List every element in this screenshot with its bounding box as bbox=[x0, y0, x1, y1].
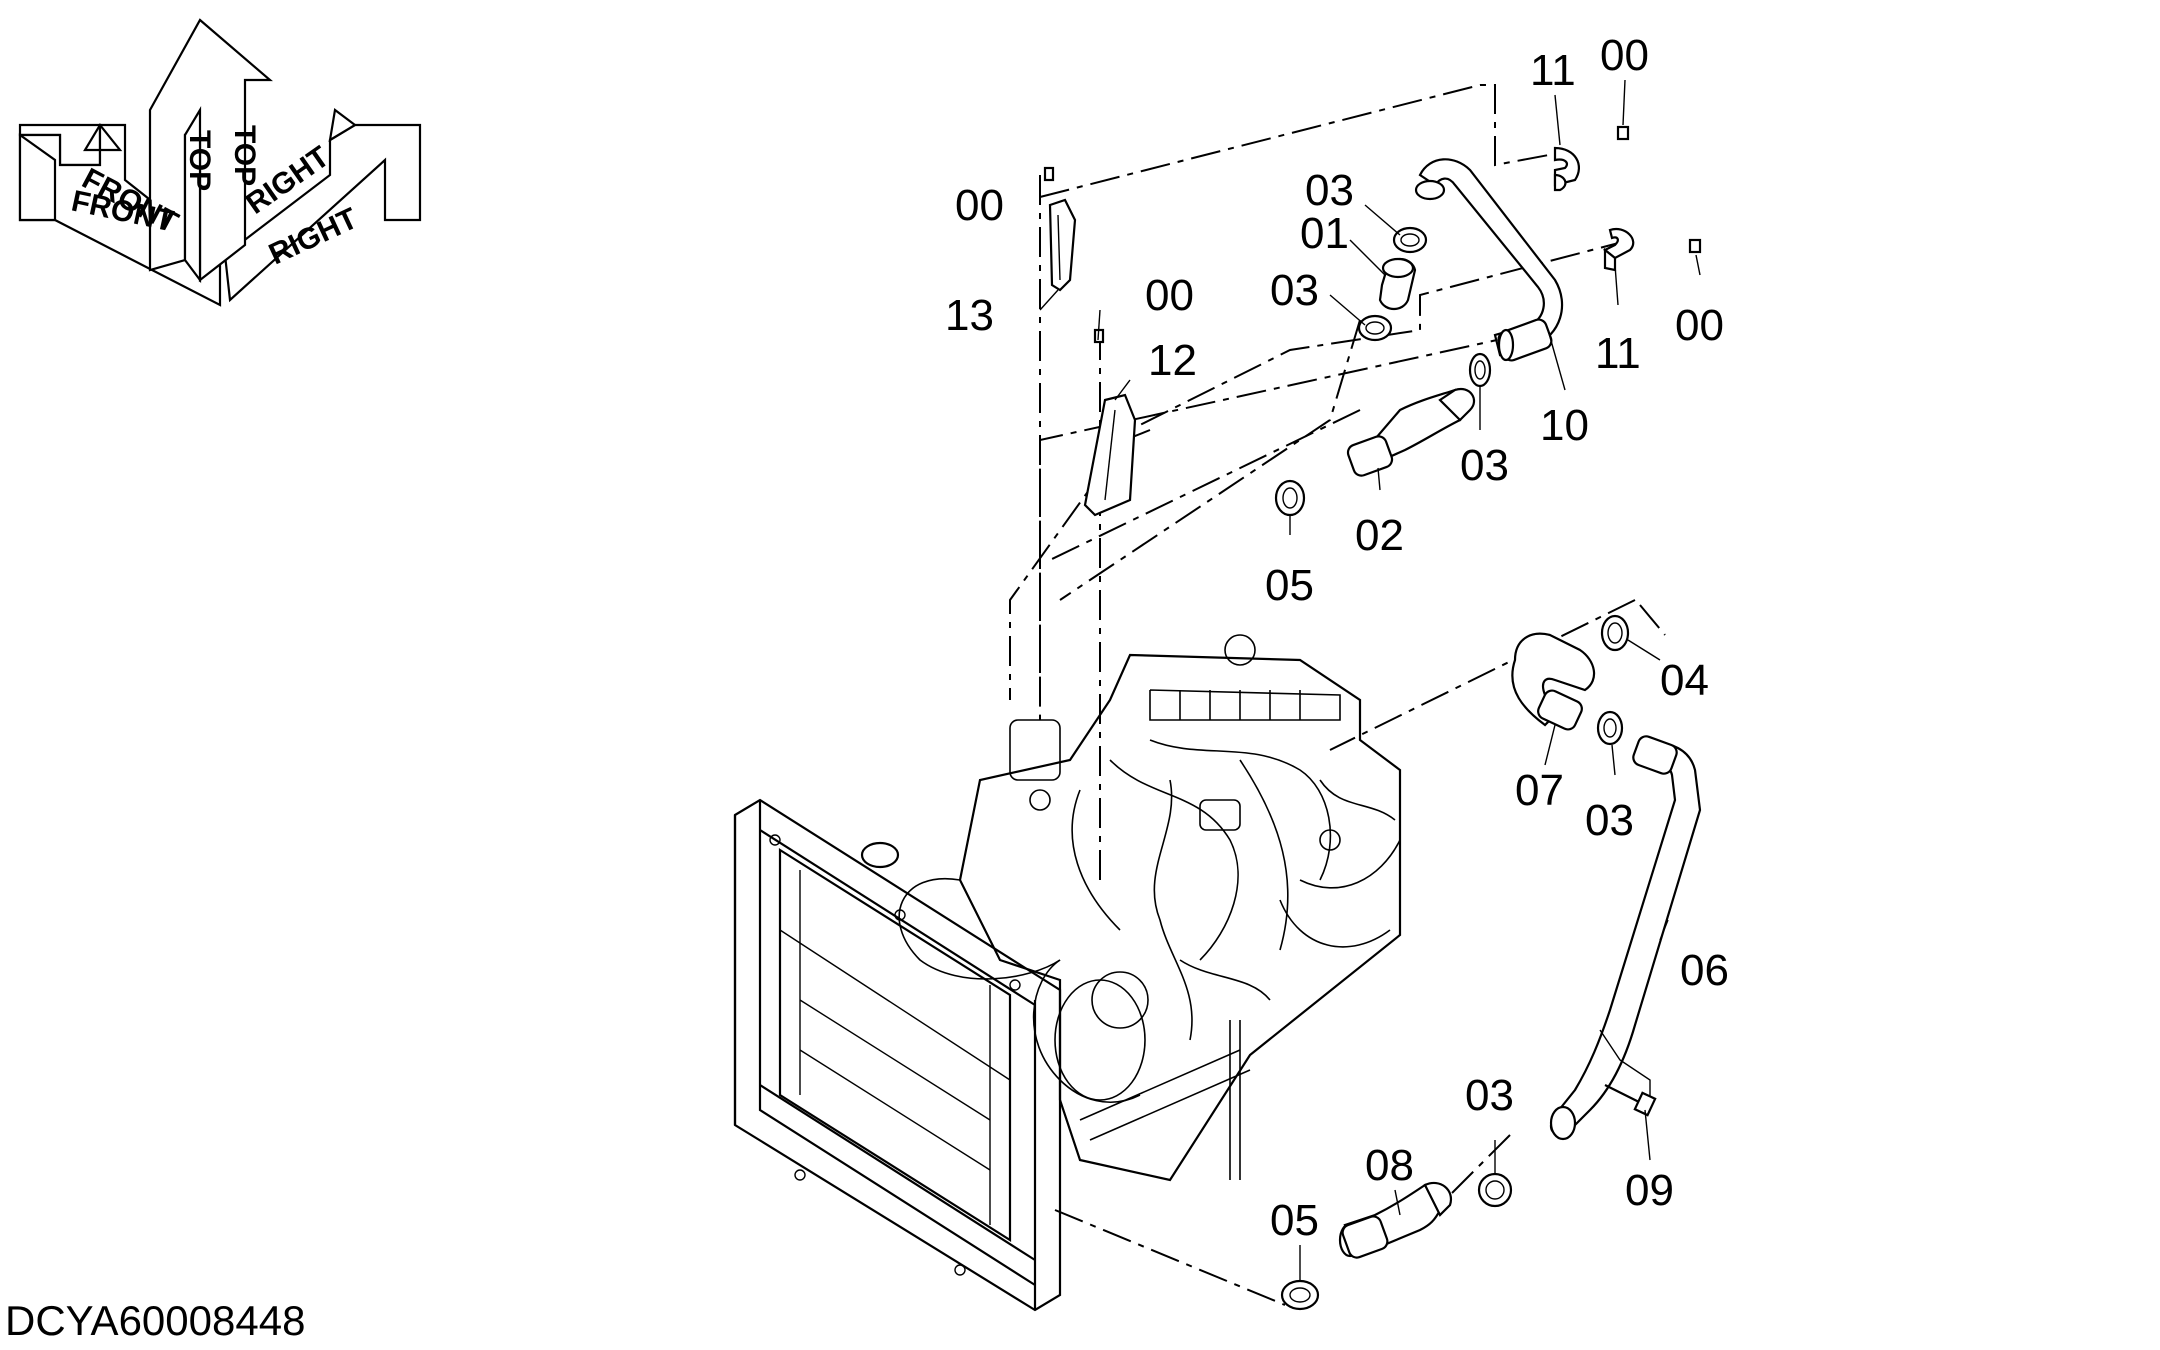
engine-assembly bbox=[898, 634, 1402, 1182]
callout-13: 13 bbox=[945, 291, 994, 340]
callout-07: 07 bbox=[1515, 766, 1564, 815]
callout-05: 05 bbox=[1265, 561, 1314, 610]
callout-03: 03 bbox=[1305, 166, 1354, 215]
bracket-11-upper bbox=[1553, 146, 1581, 192]
top-arrow-icon bbox=[148, 18, 273, 284]
bracket-13 bbox=[1048, 198, 1077, 292]
clamp-03-c bbox=[1468, 352, 1492, 388]
callout-11: 11 bbox=[1530, 46, 1576, 95]
clamp-05-b bbox=[1280, 1279, 1320, 1311]
pipe-10 bbox=[1414, 158, 1564, 362]
bolt-09 bbox=[1604, 1084, 1657, 1117]
bolt-00-b bbox=[1043, 166, 1055, 182]
hose-02 bbox=[1346, 387, 1476, 477]
clamp-03-e bbox=[1477, 1172, 1513, 1208]
clamp-05-a bbox=[1274, 479, 1306, 517]
bolt-00-d bbox=[1688, 238, 1702, 254]
clamp-03-a bbox=[1392, 226, 1428, 254]
bolt-00-a bbox=[1616, 125, 1630, 141]
document-id: DCYA60008448 bbox=[5, 1297, 305, 1344]
radiator-frame bbox=[733, 798, 1062, 1312]
callout-12: 12 bbox=[1148, 336, 1197, 385]
hose-07 bbox=[1511, 632, 1596, 731]
pipe-06 bbox=[1549, 735, 1702, 1141]
right-arrow-icon bbox=[223, 108, 422, 303]
callout-10: 10 bbox=[1540, 401, 1589, 450]
top-label: TOP bbox=[183, 130, 216, 191]
callout-00: 00 bbox=[1600, 31, 1649, 80]
callout-03: 03 bbox=[1585, 796, 1634, 845]
callout-02: 02 bbox=[1355, 511, 1404, 560]
callout-00: 00 bbox=[1145, 271, 1194, 320]
leader-lines bbox=[1039, 79, 1701, 1280]
clamp-03-b bbox=[1357, 314, 1393, 342]
callout-06: 06 bbox=[1680, 946, 1729, 995]
top-label-shadow: TOP bbox=[228, 125, 261, 186]
clamp-04 bbox=[1600, 614, 1630, 652]
bracket-11-lower bbox=[1602, 227, 1635, 272]
hose-08 bbox=[1338, 1181, 1453, 1259]
callout-03: 03 bbox=[1460, 441, 1509, 490]
callout-00: 00 bbox=[1675, 301, 1724, 350]
callout-00: 00 bbox=[955, 181, 1004, 230]
callout-03: 03 bbox=[1465, 1071, 1514, 1120]
callout-05: 05 bbox=[1270, 1196, 1319, 1245]
callout-11: 11 bbox=[1595, 329, 1641, 378]
hose-01 bbox=[1378, 257, 1417, 311]
callout-labels: 00 11 00 03 01 03 13 00 12 11 00 10 03 0… bbox=[945, 31, 1729, 1245]
clamp-03-d bbox=[1596, 710, 1624, 746]
callout-03: 03 bbox=[1270, 266, 1319, 315]
callout-08: 08 bbox=[1365, 1141, 1414, 1190]
bracket-12 bbox=[1083, 393, 1137, 517]
callout-09: 09 bbox=[1625, 1166, 1674, 1215]
callout-01: 01 bbox=[1300, 209, 1349, 258]
orientation-indicator: FRONT FRONT TOP TOP RIGHT RIGHT bbox=[18, 18, 422, 307]
callout-04: 04 bbox=[1660, 656, 1709, 705]
